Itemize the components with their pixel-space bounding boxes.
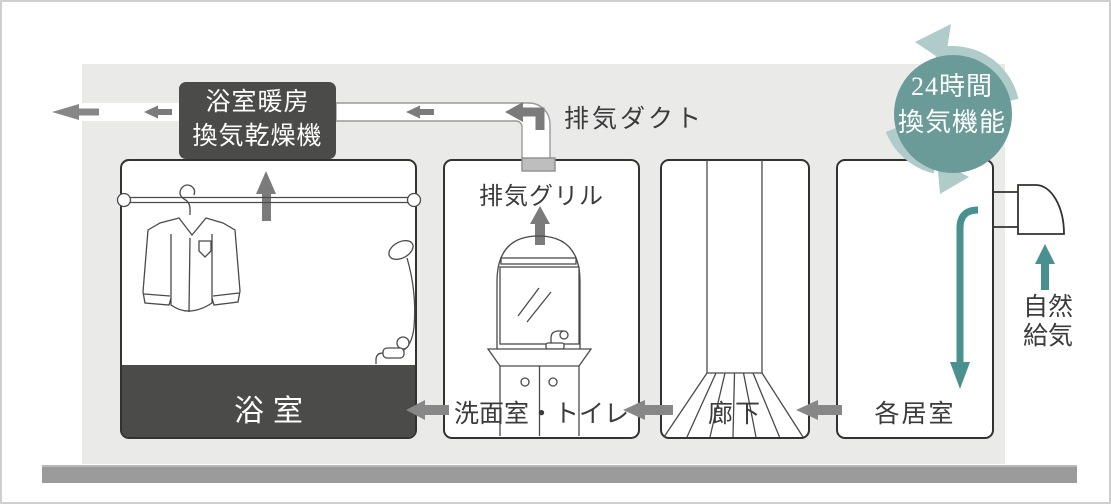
arrow-exit-left: [52, 104, 99, 120]
hallway-box: [660, 159, 810, 439]
vanity-illustration: [486, 235, 593, 436]
badge-text: 24時間 換気機能: [877, 69, 1027, 141]
arrow-hall-to-wash: [623, 400, 673, 420]
hallway-label: 廊下: [707, 401, 762, 428]
natural-supply-arrow: [1035, 244, 1055, 290]
natural-supply-label: 自然 給気: [1019, 293, 1077, 351]
exhaust-duct-label: 排気ダクト: [564, 106, 705, 133]
natural-supply-line1: 自然: [1022, 294, 1073, 321]
bathtub-band: [122, 365, 415, 437]
bath-unit-line1: 浴室暖房: [205, 89, 310, 116]
supply-flow-arrows: [950, 206, 1055, 389]
bath-unit-line2: 換気乾燥機: [192, 123, 323, 150]
badge-line2: 換気機能: [897, 108, 1006, 137]
arrow-bathroom-up: [256, 171, 276, 221]
exhaust-grill-label: 排気グリル: [479, 184, 604, 210]
room-intake-arrow: [950, 206, 979, 389]
bath-unit-label-box: 浴室暖房 換気乾燥機: [179, 82, 336, 159]
exhaust-flow-arrows: [52, 102, 842, 420]
air-vent-hood: [994, 184, 1065, 235]
ventilation-badge: 24時間 換気機能: [877, 20, 1027, 200]
arrow-washroom-up: [530, 206, 550, 245]
living-room-label: 各居室: [874, 401, 956, 428]
arrow-wash-to-bath: [406, 400, 449, 420]
cycle-arrows-icon: [885, 24, 1019, 194]
natural-supply-line2: 給気: [1022, 323, 1073, 350]
exhaust-grill-vent: [521, 157, 556, 172]
shirt-illustration: [142, 184, 241, 313]
shower-illustration: [375, 240, 416, 364]
floor-bar: [42, 465, 1077, 483]
arrow-room-to-hall: [796, 400, 842, 420]
badge-line1: 24時間: [910, 72, 993, 101]
bathroom-label: 浴室: [234, 395, 312, 428]
arrow-duct-corner: [505, 102, 545, 130]
clothes-rod: [116, 192, 422, 208]
living-room-box: [836, 159, 994, 439]
washroom-label: 洗面室・トイレ: [453, 401, 629, 428]
corridor-illustration: [663, 160, 804, 438]
arrow-duct-mid: [406, 105, 434, 119]
arrow-duct-left: [144, 105, 172, 119]
